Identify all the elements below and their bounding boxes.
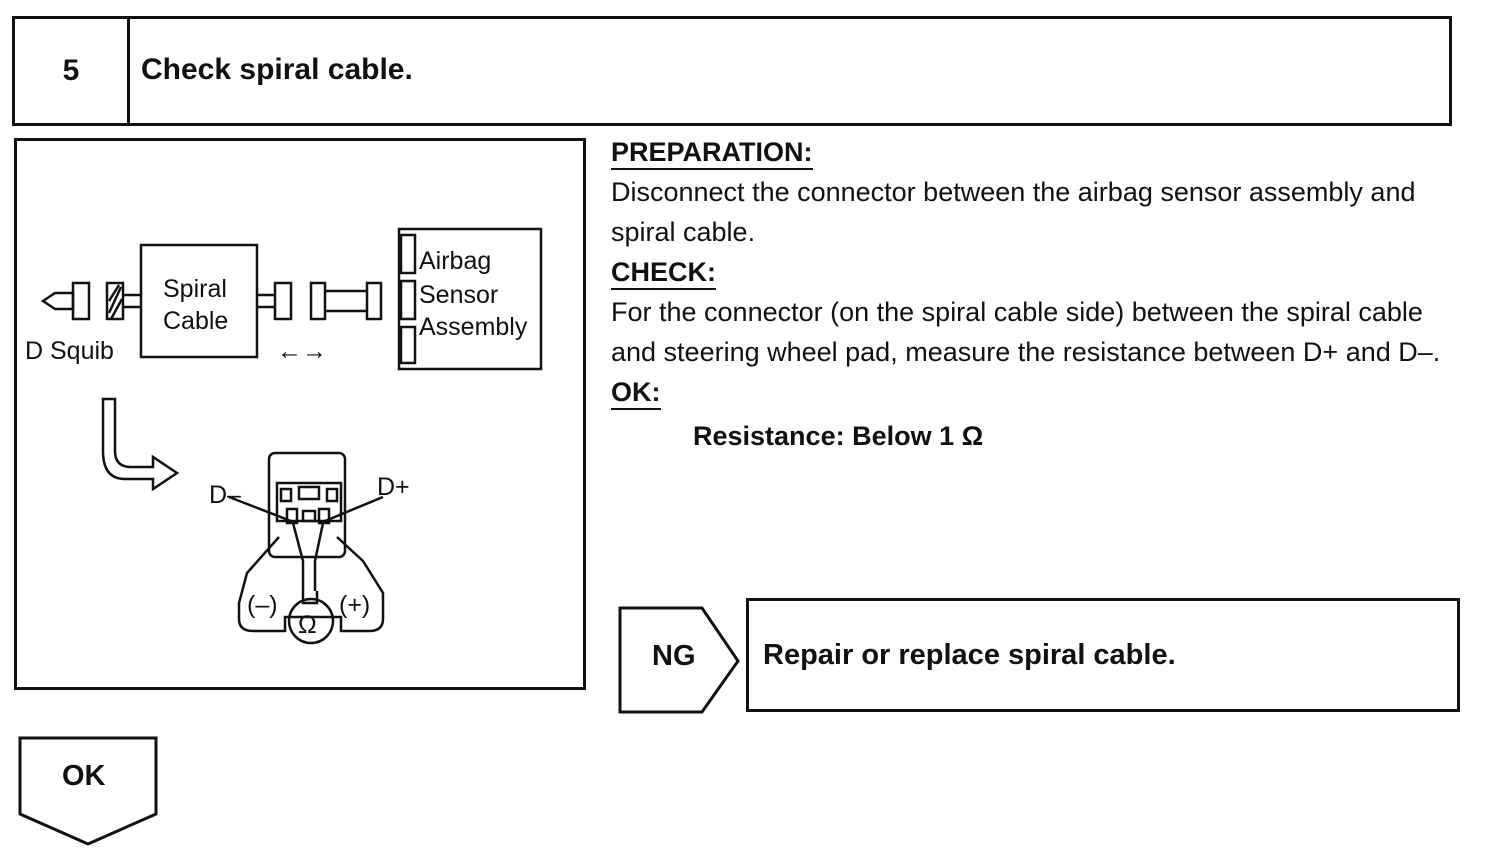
sensor-side-connector: [309, 281, 327, 321]
label-d-squib: D Squib: [25, 337, 114, 365]
ohm-meter-icon: [287, 597, 335, 645]
squib-plug: [40, 291, 75, 311]
label-sensor: Sensor: [419, 281, 498, 309]
squib-mating-connector: [105, 281, 125, 321]
connector-face: [267, 451, 347, 559]
ng-action-text: Repair or replace spiral cable.: [763, 639, 1176, 671]
squib-connector: [71, 281, 91, 321]
connector-diagram: Spiral Cable D Squib ←→ Airbag Sensor As…: [25, 227, 543, 645]
step-number: 5: [15, 19, 130, 123]
label-d-plus: D+: [377, 473, 410, 501]
step-title: Check spiral cable.: [141, 53, 413, 86]
resistance-spec: Resistance: Below 1 Ω: [693, 421, 984, 451]
ohmmeter-leads: [237, 536, 385, 633]
ng-label: NG: [652, 640, 696, 672]
label-d-minus: D–: [209, 481, 241, 509]
spiral-cable-block: [139, 243, 259, 359]
preparation-text: Disconnect the connector between the air…: [611, 177, 1416, 247]
sensor-connector: [365, 281, 383, 321]
check-heading: CHECK:: [611, 256, 716, 290]
ok-heading: OK:: [611, 376, 661, 410]
disconnect-arrows: ←→: [277, 337, 327, 365]
spiral-cable-diagram: Spiral Cable D Squib ←→ Airbag Sensor As…: [14, 138, 586, 690]
airbag-sensor-assembly-block: [397, 227, 543, 371]
label-airbag: Airbag: [419, 247, 491, 275]
preparation-heading: PREPARATION:: [611, 136, 813, 170]
bent-arrow-icon: [101, 397, 180, 492]
step-header: 5 Check spiral cable.: [12, 16, 1452, 126]
ok-label: OK: [62, 760, 106, 792]
ok-arrow-shape: [18, 736, 158, 846]
instructions: PREPARATION: Disconnect the connector be…: [611, 132, 1471, 456]
label-negative-lead: (–): [247, 591, 278, 619]
check-text: For the connector (on the spiral cable s…: [611, 297, 1441, 367]
ng-action-box: Repair or replace spiral cable.: [746, 598, 1460, 712]
label-assembly: Assembly: [419, 313, 528, 341]
ng-arrow-shape: [618, 606, 740, 714]
label-spiral: Spiral: [163, 275, 227, 303]
ohm-symbol: Ω: [298, 611, 317, 639]
label-positive-lead: (+): [339, 591, 370, 619]
spiral-cable-connector: [273, 281, 293, 321]
label-cable: Cable: [163, 307, 228, 335]
